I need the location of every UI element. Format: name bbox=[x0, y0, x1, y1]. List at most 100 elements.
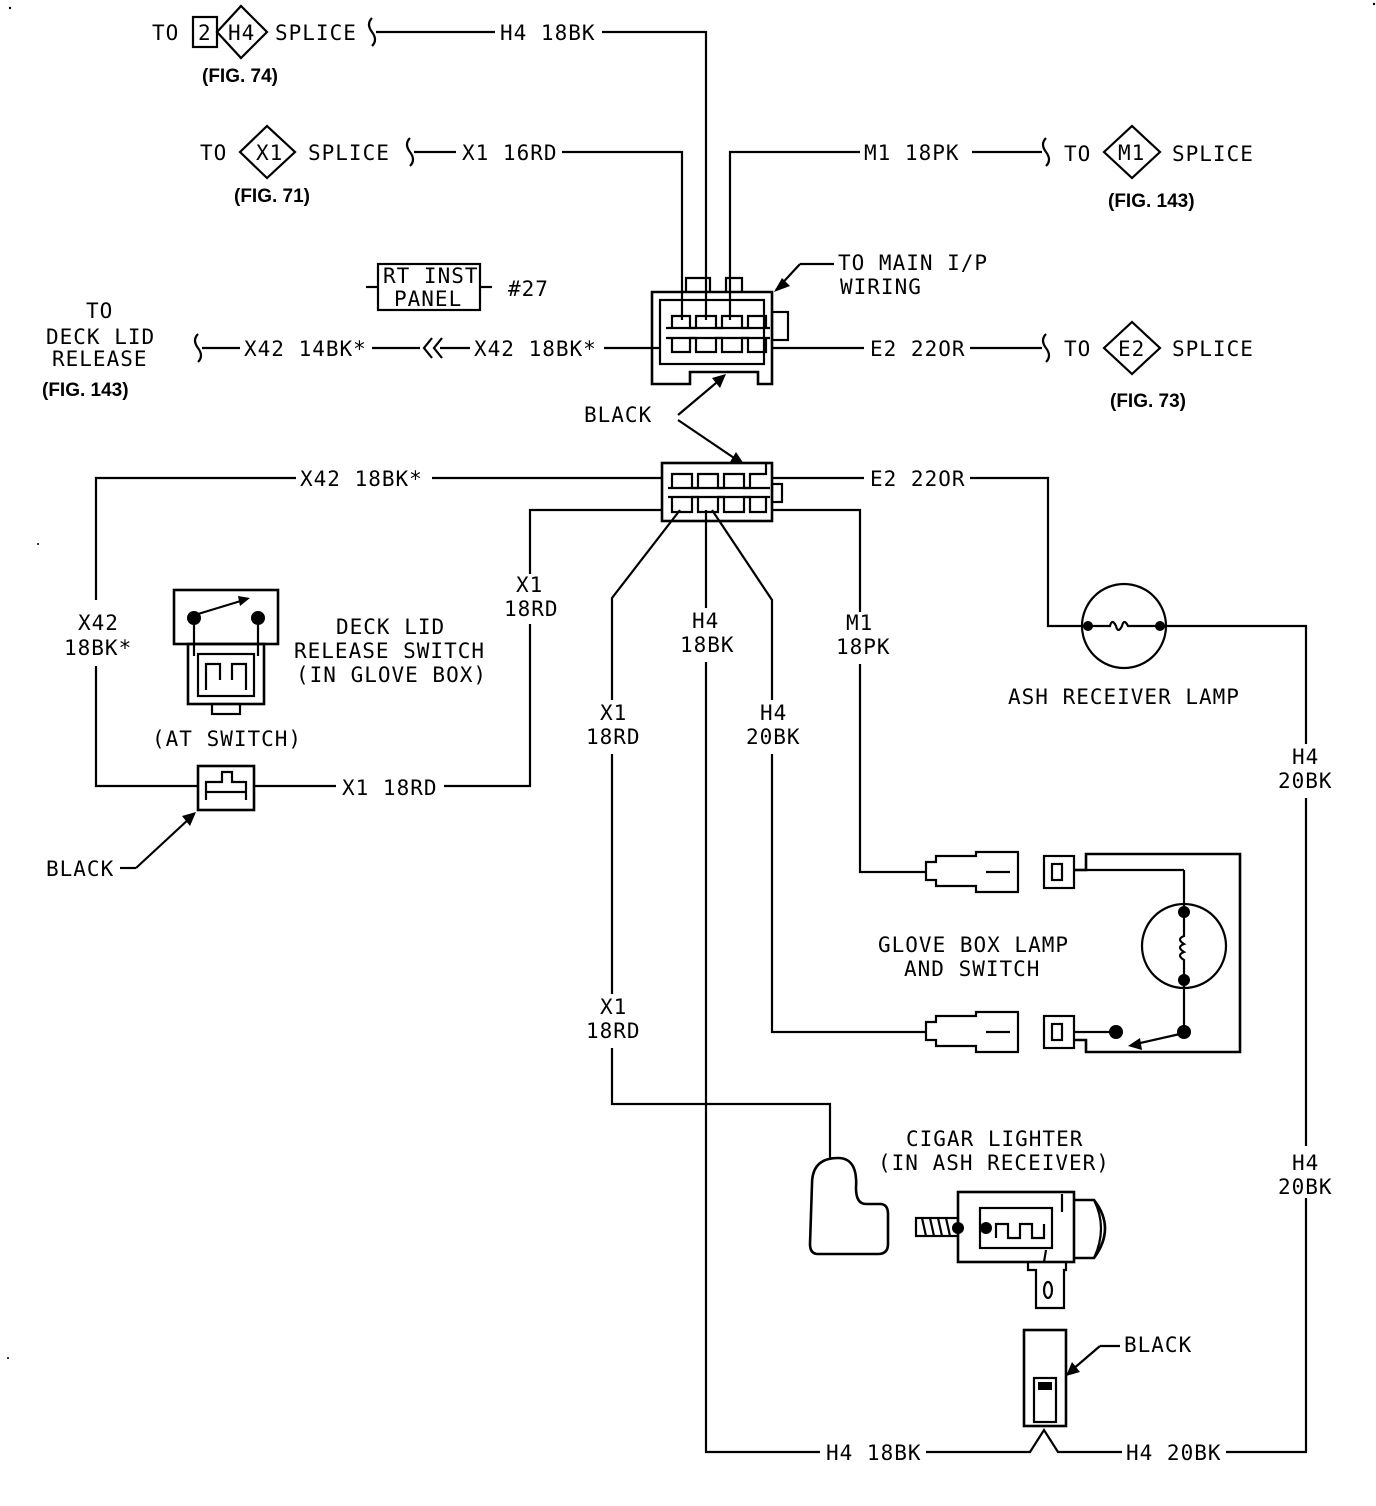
switch-arrow-icon bbox=[238, 596, 250, 606]
h4-v2-b: 20BK bbox=[746, 725, 801, 749]
x1-switch-label: X1 18RD bbox=[342, 776, 438, 800]
ash-lamp-label: ASH RECEIVER LAMP bbox=[1008, 685, 1240, 709]
m1-code: M1 bbox=[1118, 141, 1145, 165]
h4-break-icon bbox=[367, 17, 377, 47]
h4-fig-ref: (FIG. 74) bbox=[202, 66, 278, 87]
x1-v2-b: 18RD bbox=[586, 725, 641, 749]
glove-label-1: GLOVE BOX LAMP bbox=[878, 933, 1069, 957]
e2-splice-label: SPLICE bbox=[1172, 337, 1254, 361]
h4-r2-a: H4 bbox=[1292, 1151, 1319, 1175]
m1-break-icon bbox=[1041, 137, 1051, 167]
main-ip-line2: WIRING bbox=[840, 275, 922, 299]
deck-fig-ref: (FIG. 143) bbox=[42, 380, 129, 401]
deck-to-label: TO bbox=[86, 299, 113, 323]
black-ground-connector: BLACK bbox=[1022, 1328, 1192, 1428]
m1-splice-label: SPLICE bbox=[1172, 142, 1254, 166]
h4-wire-label: H4 18BK bbox=[500, 21, 596, 45]
x1-switch-wire: X1 18RD X1 18RD bbox=[254, 508, 662, 800]
black-callout-1: BLACK bbox=[584, 374, 744, 464]
deck-lid-release-switch: DECK LID RELEASE SWITCH (IN GLOVE BOX) (… bbox=[152, 588, 487, 751]
x1-v1-b: 18RD bbox=[504, 597, 559, 621]
glove-box-lamp-switch: GLOVE BOX LAMP AND SWITCH bbox=[878, 850, 1242, 1054]
cigar-label-2: (IN ASH RECEIVER) bbox=[878, 1151, 1110, 1175]
x1-v1-a: X1 bbox=[516, 573, 543, 597]
h4-r1-a: H4 bbox=[1292, 745, 1319, 769]
x1-to-label: TO bbox=[200, 141, 227, 165]
black-label-3: BLACK bbox=[1124, 1333, 1192, 1357]
x1-top-wire bbox=[562, 150, 684, 320]
m1-v-b: 18PK bbox=[836, 635, 891, 659]
connector-number: #27 bbox=[508, 277, 549, 301]
cigar-label-1: CIGAR LIGHTER bbox=[906, 1127, 1083, 1151]
glove-lamp-filament-icon bbox=[1178, 916, 1187, 976]
x1-v2-a: X1 bbox=[600, 701, 627, 725]
e2-break-icon bbox=[1041, 333, 1051, 363]
e2-lower-wire: E2 22OR bbox=[772, 467, 1088, 628]
rt-inst-panel-label: RT INST PANEL #27 bbox=[366, 262, 549, 312]
m1-wire-label: M1 18PK bbox=[864, 141, 960, 165]
x42-vert-a: X42 bbox=[78, 611, 119, 635]
m1-splice-reference: M1 18PK TO M1 SPLICE (FIG. 143) bbox=[728, 124, 1254, 320]
h4-splice-reference: TO 2 H4 SPLICE (FIG. 74) H4 18BK bbox=[152, 4, 708, 320]
e2-splice-reference: E2 22OR TO E2 SPLICE (FIG. 73) bbox=[772, 320, 1254, 412]
x1-splice-reference: TO X1 SPLICE (FIG. 71) X1 16RD bbox=[200, 124, 684, 320]
black-label-1: BLACK bbox=[584, 403, 652, 427]
h4-code: H4 bbox=[228, 21, 255, 45]
x1-lighter-wire: X1 18RD X1 18RD bbox=[586, 509, 832, 1160]
h4-bottom-left-label: H4 18BK bbox=[826, 1441, 922, 1465]
deck-lid-release-reference: TO DECK LID RELEASE (FIG. 143) X42 14BK*… bbox=[42, 299, 660, 401]
lamp-filament-icon bbox=[1092, 620, 1156, 632]
m1-fig-ref: (FIG. 143) bbox=[1108, 191, 1195, 212]
h4-r2-b: 20BK bbox=[1278, 1175, 1333, 1199]
at-switch-label: (AT SWITCH) bbox=[152, 727, 302, 751]
deck-release-label: RELEASE bbox=[52, 347, 148, 371]
m1-v-a: M1 bbox=[846, 611, 873, 635]
h4-bottom-right-label: H4 20BK bbox=[1126, 1441, 1222, 1465]
e2-diamond-icon bbox=[1102, 320, 1162, 376]
h4-wire bbox=[602, 30, 708, 320]
e2-to-label: TO bbox=[1064, 337, 1091, 361]
main-ip-connector: TO MAIN I/P WIRING bbox=[650, 251, 988, 386]
x42-loop: X42 18BK* X42 18BK* bbox=[64, 467, 662, 788]
x42-vert-b: 18BK* bbox=[64, 636, 132, 660]
deck-lid-label: DECK LID bbox=[46, 325, 155, 349]
main-ip-line1: TO MAIN I/P bbox=[838, 251, 988, 275]
h4-to-label: TO bbox=[152, 21, 179, 45]
m1-lower-wire: M1 18PK bbox=[772, 508, 926, 874]
x1-diamond-icon bbox=[238, 124, 297, 180]
x1-splice-label: SPLICE bbox=[308, 141, 390, 165]
e2-fig-ref: (FIG. 73) bbox=[1110, 391, 1186, 412]
x42-lower-label: X42 18BK* bbox=[300, 467, 423, 491]
x1-v3-a: X1 bbox=[600, 995, 627, 1019]
black-label-2: BLACK bbox=[46, 857, 114, 881]
h4-number: 2 bbox=[198, 21, 212, 45]
inline-connector-icon bbox=[422, 337, 443, 359]
rt-inst-line1: RT INST bbox=[383, 264, 479, 288]
x1-v3-b: 18RD bbox=[586, 1019, 641, 1043]
h4-glove-switch-wire: H4 20BK bbox=[711, 509, 926, 1034]
x1-wire-label: X1 16RD bbox=[462, 141, 558, 165]
glove-label-2: AND SWITCH bbox=[904, 957, 1040, 981]
x42-18bk-label: X42 18BK* bbox=[474, 337, 597, 361]
glove-switch-arrow-icon bbox=[1128, 1038, 1142, 1050]
h4-v2-a: H4 bbox=[760, 701, 787, 725]
deck-switch-line3: (IN GLOVE BOX) bbox=[296, 663, 487, 687]
h4-diamond-icon bbox=[215, 4, 269, 60]
x1-fig-ref: (FIG. 71) bbox=[234, 186, 310, 207]
e2-code: E2 bbox=[1118, 337, 1145, 361]
lower-connector bbox=[660, 461, 784, 523]
h4-right-wire: H4 20BK H4 20BK bbox=[1160, 624, 1333, 1199]
h4-vertical-wire: H4 18BK H4 18BK H4 20BK bbox=[680, 510, 1308, 1465]
at-switch-connector: BLACK bbox=[46, 764, 256, 881]
deck-break-icon bbox=[193, 333, 203, 363]
ash-receiver-lamp: ASH RECEIVER LAMP bbox=[1008, 582, 1240, 709]
deck-switch-line2: RELEASE SWITCH bbox=[294, 639, 485, 663]
deck-switch-line1: DECK LID bbox=[336, 615, 445, 639]
e2-lower-label: E2 22OR bbox=[870, 467, 966, 491]
m1-diamond-icon bbox=[1102, 124, 1162, 180]
x1-break-icon bbox=[405, 137, 415, 167]
rt-inst-line2: PANEL bbox=[394, 287, 462, 311]
h4-v-b: 18BK bbox=[680, 633, 735, 657]
h4-v-a: H4 bbox=[692, 609, 719, 633]
